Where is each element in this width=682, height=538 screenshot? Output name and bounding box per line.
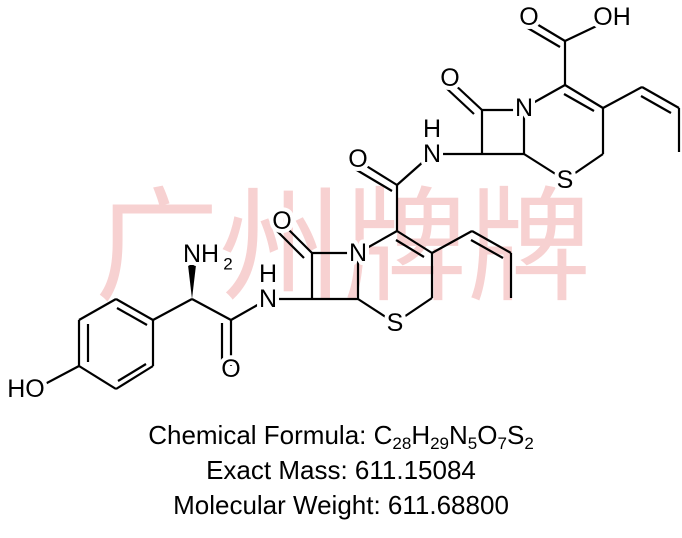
atom-n: N <box>349 239 367 267</box>
atom-s: S <box>557 166 574 194</box>
atom-o: O <box>519 3 538 31</box>
atom-o: O <box>440 64 459 92</box>
atom-h: H <box>259 260 277 288</box>
atom-o: O <box>272 207 291 235</box>
watermark: 广州牌牌 <box>95 176 591 320</box>
atom-n: N <box>259 285 277 313</box>
atom-o: O <box>348 145 367 173</box>
formula-element: N <box>449 420 468 450</box>
formula-element: S <box>506 420 525 450</box>
formula-count: 28 <box>392 434 412 453</box>
wedge-bond <box>188 265 196 299</box>
atom-labels: O OH O N S N H O O N S N H NH 2 O HO <box>3 0 635 407</box>
bonds <box>44 19 681 390</box>
formula-count: 7 <box>497 434 507 453</box>
exact-mass: Exact Mass: 611.15084 <box>206 455 476 485</box>
formula-count: 29 <box>430 434 450 453</box>
atom-s: S <box>387 309 404 337</box>
formula-element: O <box>477 420 498 450</box>
atom-nh2: NH <box>183 240 219 268</box>
formula-value: C28H29N5O7S2 <box>373 420 534 453</box>
formula-element: H <box>411 420 431 450</box>
atom-n: N <box>515 94 533 122</box>
atom-n: N <box>423 140 441 168</box>
atom-ho: HO <box>7 375 45 403</box>
atom-oh: OH <box>593 3 631 31</box>
formula-count: 2 <box>524 434 534 453</box>
molecular-weight: Molecular Weight: 611.68800 <box>173 490 509 520</box>
atom-o: O <box>221 355 240 383</box>
atom-h: H <box>423 115 441 143</box>
chemical-formula: Chemical Formula: C28H29N5O7S2 <box>148 420 534 453</box>
formula-element: C <box>373 420 393 450</box>
atom-nh2-subscript: 2 <box>223 255 232 274</box>
formula-count: 5 <box>467 434 478 453</box>
